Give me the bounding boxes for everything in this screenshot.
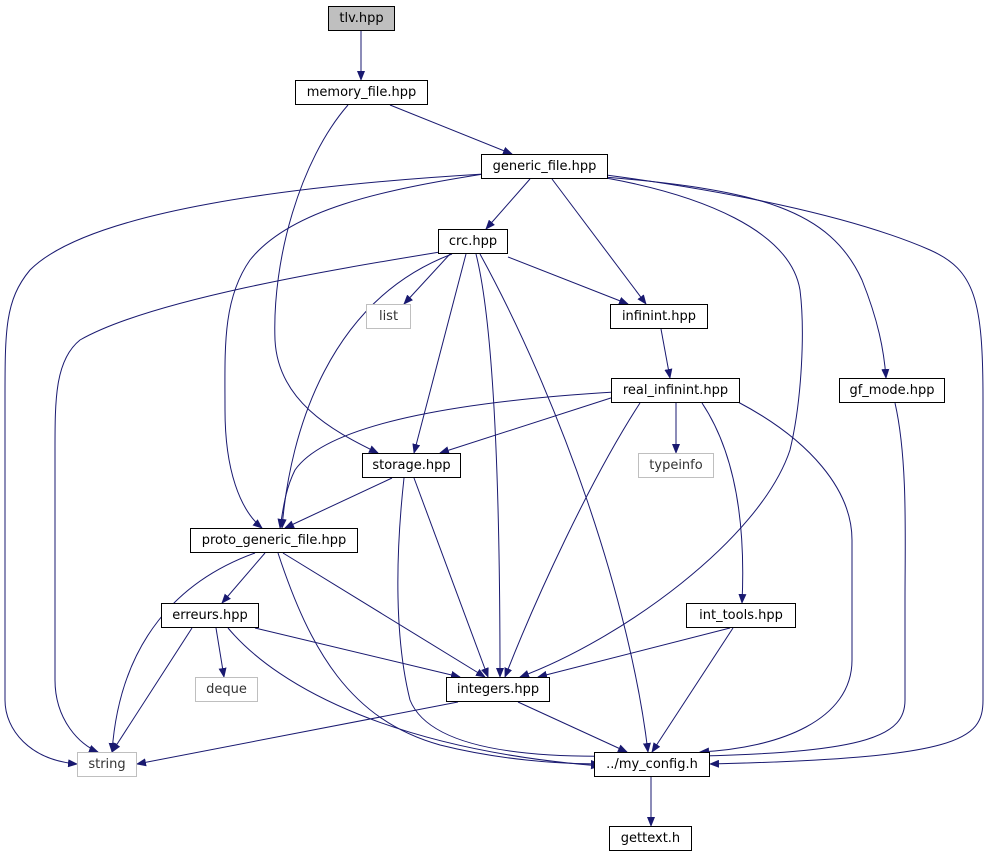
edge-crc-to-my-config [479, 253, 651, 753]
edge-crc-to-infinint [507, 256, 629, 305]
edge-int-tools-to-my-config [651, 627, 734, 753]
node-integers-hpp[interactable]: integers.hpp [446, 677, 550, 702]
node-int-tools-hpp[interactable]: int_tools.hpp [686, 603, 796, 628]
edge-proto-generic-file-to-erreurs [221, 552, 266, 604]
edge-generic-file-to-integers [519, 177, 803, 678]
node-infinint-hpp[interactable]: infinint.hpp [610, 304, 708, 329]
edge-crc-to-proto-generic-file [278, 253, 453, 529]
node-label: typeinfo [649, 458, 703, 473]
edge-integers-to-my-config [517, 701, 628, 753]
edge-erreurs-to-my-config [227, 627, 601, 770]
edge-real-infinint-to-proto-generic-file [277, 391, 616, 529]
edge-crc-to-string [54, 251, 441, 753]
node-label: integers.hpp [456, 682, 540, 697]
node-typeinfo: typeinfo [638, 453, 714, 478]
node-label: gf_mode.hpp [849, 383, 935, 398]
node-gf-mode-hpp[interactable]: gf_mode.hpp [839, 378, 945, 403]
edge-proto-generic-file-to-string [108, 552, 256, 753]
edge-infinint-to-real-infinint [660, 328, 673, 379]
node-label: deque [206, 682, 247, 697]
node-my-config-h[interactable]: ../my_config.h [594, 752, 710, 777]
edge-erreurs-to-deque [215, 627, 227, 678]
node-label: list [378, 309, 399, 324]
edge-crc-to-integers [475, 253, 504, 678]
edge-real-infinint-to-storage [439, 395, 618, 455]
node-label: generic_file.hpp [492, 159, 597, 174]
node-label: tlv.hpp [339, 11, 384, 26]
edge-storage-to-proto-generic-file [284, 477, 393, 529]
edge-erreurs-to-integers [254, 627, 461, 679]
edge-proto-generic-file-to-integers [282, 552, 486, 678]
edge-generic-file-to-proto-generic-file [224, 172, 491, 529]
edge-crc-to-storage [412, 253, 467, 454]
node-label: memory_file.hpp [306, 85, 417, 100]
node-crc-hpp[interactable]: crc.hpp [438, 229, 508, 254]
node-real-infinint-hpp[interactable]: real_infinint.hpp [611, 378, 740, 403]
edge-generic-file-to-string [4, 173, 485, 768]
node-label: real_infinint.hpp [622, 383, 729, 398]
edge-storage-to-integers [413, 477, 489, 678]
node-proto-generic-file-hpp[interactable]: proto_generic_file.hpp [190, 528, 358, 553]
edge-memory-file-to-generic-file [389, 104, 513, 155]
node-label: ../my_config.h [606, 757, 698, 772]
edge-crc-to-list [403, 253, 451, 305]
edge-storage-to-my-config [397, 477, 621, 761]
node-label: infinint.hpp [621, 309, 697, 324]
edge-proto-generic-file-to-my-config [277, 552, 601, 768]
edge-real-infinint-to-my-config [699, 401, 853, 756]
node-storage-hpp[interactable]: storage.hpp [362, 453, 461, 478]
edge-real-infinint-to-integers [504, 402, 641, 678]
node-list: list [366, 304, 411, 329]
edge-integers-to-string [136, 701, 459, 767]
node-label: storage.hpp [372, 458, 451, 473]
node-label: int_tools.hpp [699, 608, 783, 623]
node-deque: deque [195, 677, 258, 702]
node-generic-file-hpp[interactable]: generic_file.hpp [481, 154, 608, 179]
node-label: erreurs.hpp [172, 608, 248, 623]
edge-erreurs-to-string [111, 627, 193, 753]
edge-generic-file-to-crc [485, 178, 531, 230]
node-erreurs-hpp[interactable]: erreurs.hpp [161, 603, 259, 628]
edge-gf-mode-to-my-config [699, 402, 906, 760]
edge-memory-file-to-storage [274, 104, 379, 454]
edge-int-tools-to-integers [537, 627, 731, 679]
node-string: string [77, 752, 137, 777]
edge-generic-file-to-infinint [551, 178, 647, 305]
node-label: gettext.h [620, 831, 681, 846]
node-label: crc.hpp [448, 234, 498, 249]
edge-real-infinint-to-int-tools [701, 402, 747, 604]
node-gettext-h[interactable]: gettext.h [609, 826, 692, 851]
node-tlv-hpp: tlv.hpp [328, 6, 395, 31]
edge-generic-file-to-my-config [605, 174, 984, 768]
node-label: string [88, 757, 126, 772]
edge-generic-file-to-gf-mode [603, 176, 890, 379]
node-label: proto_generic_file.hpp [201, 533, 347, 548]
node-memory-file-hpp[interactable]: memory_file.hpp [295, 80, 428, 105]
